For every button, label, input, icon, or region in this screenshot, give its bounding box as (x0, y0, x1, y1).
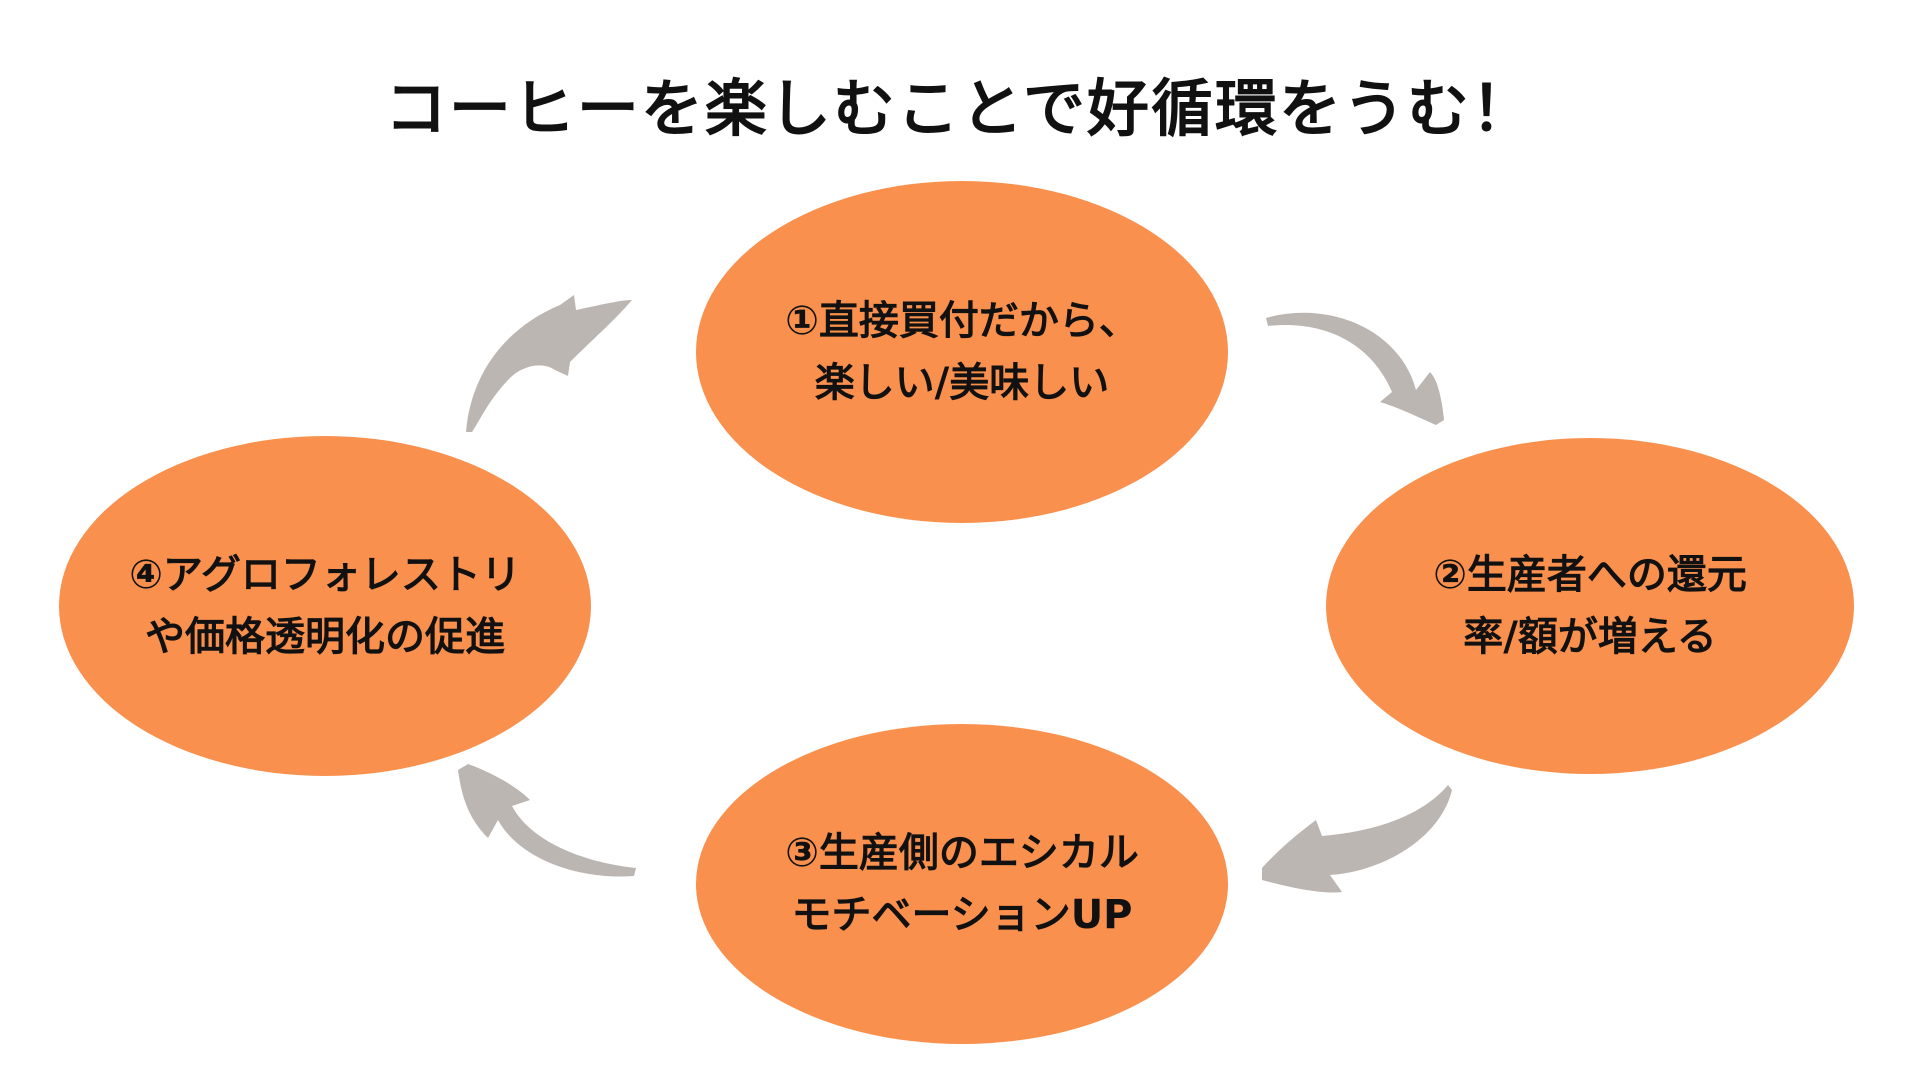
node-4-line-1: ④アグロフォレストリ (129, 552, 521, 598)
cycle-node-4: ④アグロフォレストリ や価格透明化の促進 (59, 436, 591, 776)
cycle-node-2: ②生産者への還元 率/額が増える (1326, 438, 1854, 774)
curved-arrow-icon-4-to-1 (466, 295, 632, 432)
node-1-line-1: ①直接買付だから、 (785, 298, 1139, 344)
diagram-title: コーヒーを楽しむことで好循環をうむ！ (384, 72, 1536, 145)
cycle-node-3: ③生産側のエシカル モチベーションUP (696, 724, 1228, 1044)
node-3-line-1: ③生産側のエシカル (785, 830, 1139, 876)
node-2-line-1: ②生産者への還元 (1433, 552, 1747, 598)
curved-arrow-icon-3-to-4 (458, 764, 636, 877)
node-1-line-2: 楽しい/美味しい (814, 360, 1110, 406)
curved-arrow-icon-1-to-2 (1266, 312, 1444, 425)
node-4-line-2: や価格透明化の促進 (145, 614, 505, 660)
node-3-line-2: モチベーションUP (791, 892, 1133, 938)
curved-arrow-icon-2-to-3 (1262, 785, 1452, 893)
node-2-line-2: 率/額が増える (1463, 614, 1717, 660)
cycle-node-1: ①直接買付だから、 楽しい/美味しい (696, 181, 1228, 523)
